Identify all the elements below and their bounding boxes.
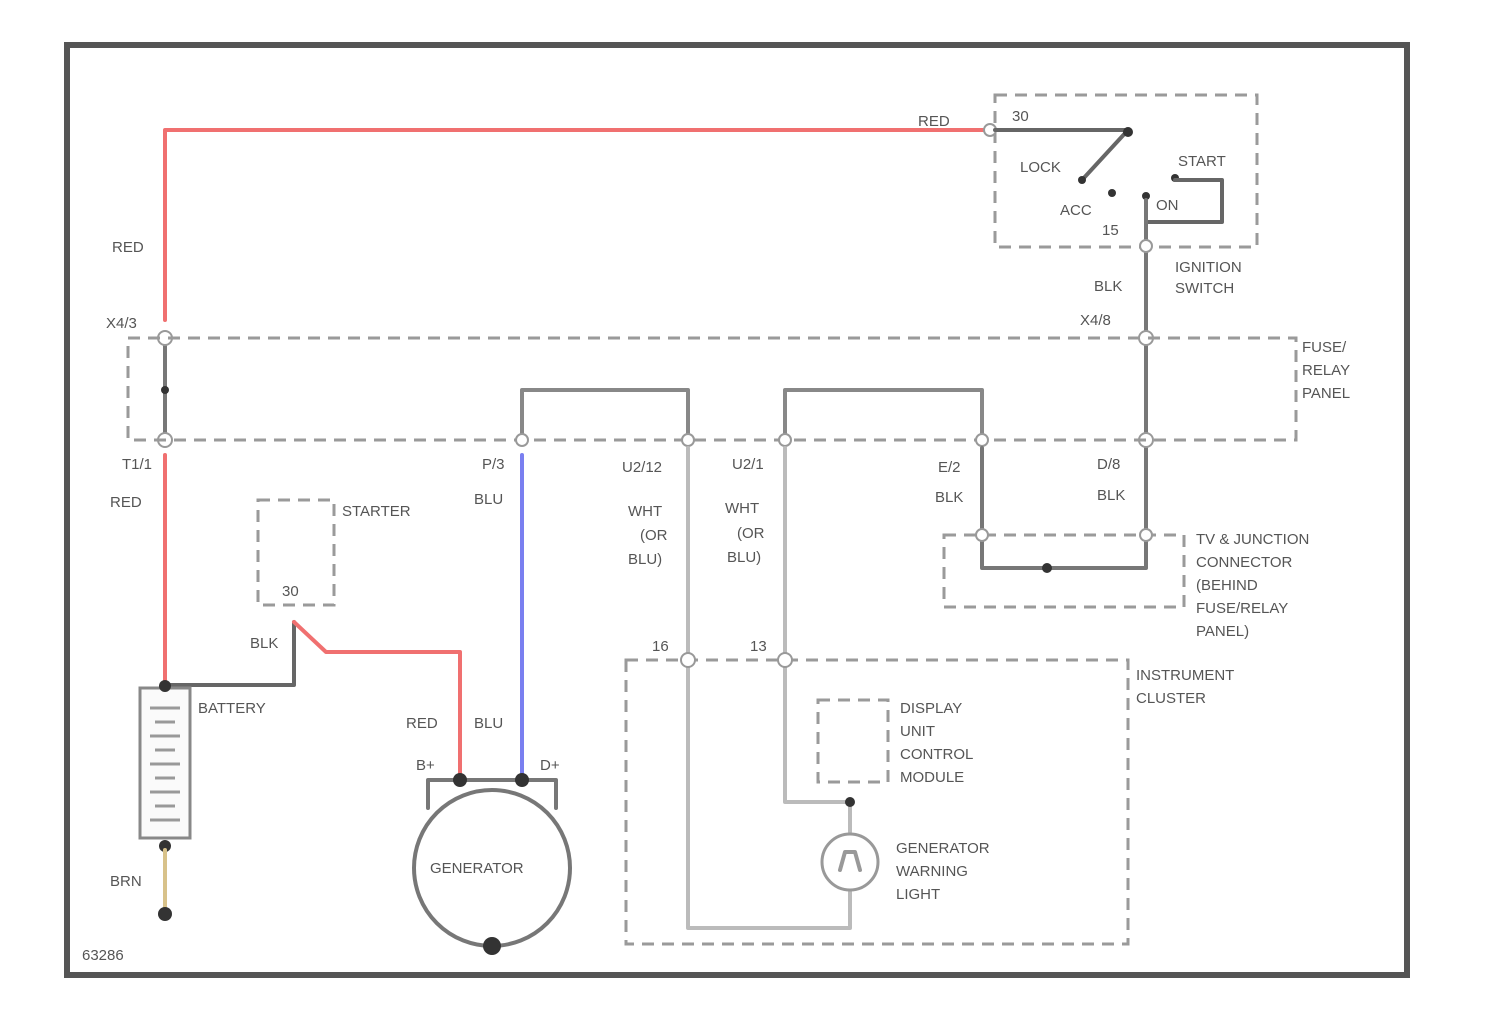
fuse-internal-link-1 (522, 390, 688, 440)
tv-junction-label-5: PANEL) (1196, 623, 1249, 640)
wire-label-blu-left: BLU (474, 491, 503, 508)
generator-d-plus-terminal (515, 773, 529, 787)
connector-x4-8: X4/8 (1080, 312, 1111, 329)
instrument-cluster-label-1: INSTRUMENT (1136, 667, 1234, 684)
connector-pin (1140, 529, 1152, 541)
generator-d-plus-label: D+ (540, 757, 560, 774)
wire-label-blk-e2: BLK (935, 489, 963, 506)
wire-red-generator (294, 622, 460, 780)
wire-label-blk-ignition: BLK (1094, 278, 1122, 295)
connector-pin (779, 434, 791, 446)
ground-point (158, 907, 172, 921)
tv-junction-label-2: CONNECTOR (1196, 554, 1293, 571)
generator-warning-light-bulb (822, 834, 878, 890)
wire-label-wht-2-c: BLU) (727, 549, 761, 566)
display-unit-control-module-box (818, 700, 888, 782)
connector-13: 13 (750, 638, 767, 655)
tv-junction-label-3: (BEHIND (1196, 577, 1258, 594)
wire-label-red-top: RED (918, 113, 950, 130)
connector-e-2: E/2 (938, 459, 961, 476)
junction-dot (161, 386, 169, 394)
ignition-start-label: START (1178, 153, 1226, 170)
instrument-cluster-box (626, 660, 1128, 944)
fuse-panel-label-1: FUSE/ (1302, 339, 1347, 356)
connector-pin (681, 653, 695, 667)
connector-pin (778, 653, 792, 667)
connector-p10: P/3 (482, 456, 505, 473)
wire-label-wht-2-a: WHT (725, 500, 759, 517)
connector-pin (682, 434, 694, 446)
battery-positive-terminal (159, 680, 171, 692)
wire-label-wht-1-a: WHT (628, 503, 662, 520)
connector-u2-1: U2/1 (732, 456, 764, 473)
starter-label: STARTER (342, 503, 411, 520)
generator-b-plus-terminal (453, 773, 467, 787)
ignition-terminal-15-label: 15 (1102, 222, 1119, 239)
wire-label-red-left-upper: RED (112, 239, 144, 256)
connector-pin (976, 529, 988, 541)
wire-blk-starter (165, 622, 294, 685)
generator-label: GENERATOR (430, 860, 524, 877)
wire-label-wht-1-b: (OR (640, 527, 668, 544)
ignition-lock-pos (1078, 176, 1086, 184)
ignition-on-label: ON (1156, 197, 1179, 214)
ignition-switch-label-1: IGNITION (1175, 259, 1242, 276)
ignition-switch-contact (995, 130, 1128, 180)
generator-ground-terminal (483, 937, 501, 955)
ignition-acc-label: ACC (1060, 202, 1092, 219)
display-module-label-1: DISPLAY (900, 700, 962, 717)
wire-junction-bus (982, 535, 1146, 568)
fuse-internal-link-2 (785, 390, 982, 440)
instrument-cluster-label-2: CLUSTER (1136, 690, 1206, 707)
wire-red-main (165, 130, 985, 320)
ignition-pivot (1123, 127, 1133, 137)
wire-label-red-left-lower: RED (110, 494, 142, 511)
display-module-label-4: MODULE (900, 769, 964, 786)
warning-light-label-2: WARNING (896, 863, 968, 880)
connector-pin (516, 434, 528, 446)
battery-label: BATTERY (198, 700, 266, 717)
tv-junction-label-1: TV & JUNCTION (1196, 531, 1309, 548)
wire-label-wht-2-b: (OR (737, 525, 765, 542)
starter-terminal-label: 30 (282, 583, 299, 600)
wire-label-brn: BRN (110, 873, 142, 890)
display-module-label-3: CONTROL (900, 746, 973, 763)
wire-label-blu-gen: BLU (474, 715, 503, 732)
tv-junction-label-4: FUSE/RELAY (1196, 600, 1288, 617)
junction-dot (845, 797, 855, 807)
ignition-switch-label-2: SWITCH (1175, 280, 1234, 297)
connector-pin (976, 434, 988, 446)
connector-x43: X4/3 (106, 315, 137, 332)
connector-16: 16 (652, 638, 669, 655)
wire-label-red-gen: RED (406, 715, 438, 732)
ignition-lock-label: LOCK (1020, 159, 1061, 176)
display-module-label-2: UNIT (900, 723, 935, 740)
warning-light-label-3: LIGHT (896, 886, 940, 903)
ignition-acc-pos (1108, 189, 1116, 197)
junction-dot (1042, 563, 1052, 573)
connector-pin (1140, 240, 1152, 252)
wire-label-blk-d8: BLK (1097, 487, 1125, 504)
connector-u2-12: U2/12 (622, 459, 662, 476)
fuse-panel-label-2: RELAY (1302, 362, 1350, 379)
wire-label-wht-1-c: BLU) (628, 551, 662, 568)
connector-t1-1: T1/1 (122, 456, 152, 473)
ignition-terminal-30-label: 30 (1012, 108, 1029, 125)
warning-light-label-1: GENERATOR (896, 840, 990, 857)
figure-id: 63286 (82, 947, 124, 964)
wire-label-blk-starter: BLK (250, 635, 278, 652)
connector-d-8: D/8 (1097, 456, 1120, 473)
generator-b-plus-label: B+ (416, 757, 435, 774)
fuse-panel-label-3: PANEL (1302, 385, 1350, 402)
fuse-relay-panel-box (128, 338, 1296, 440)
